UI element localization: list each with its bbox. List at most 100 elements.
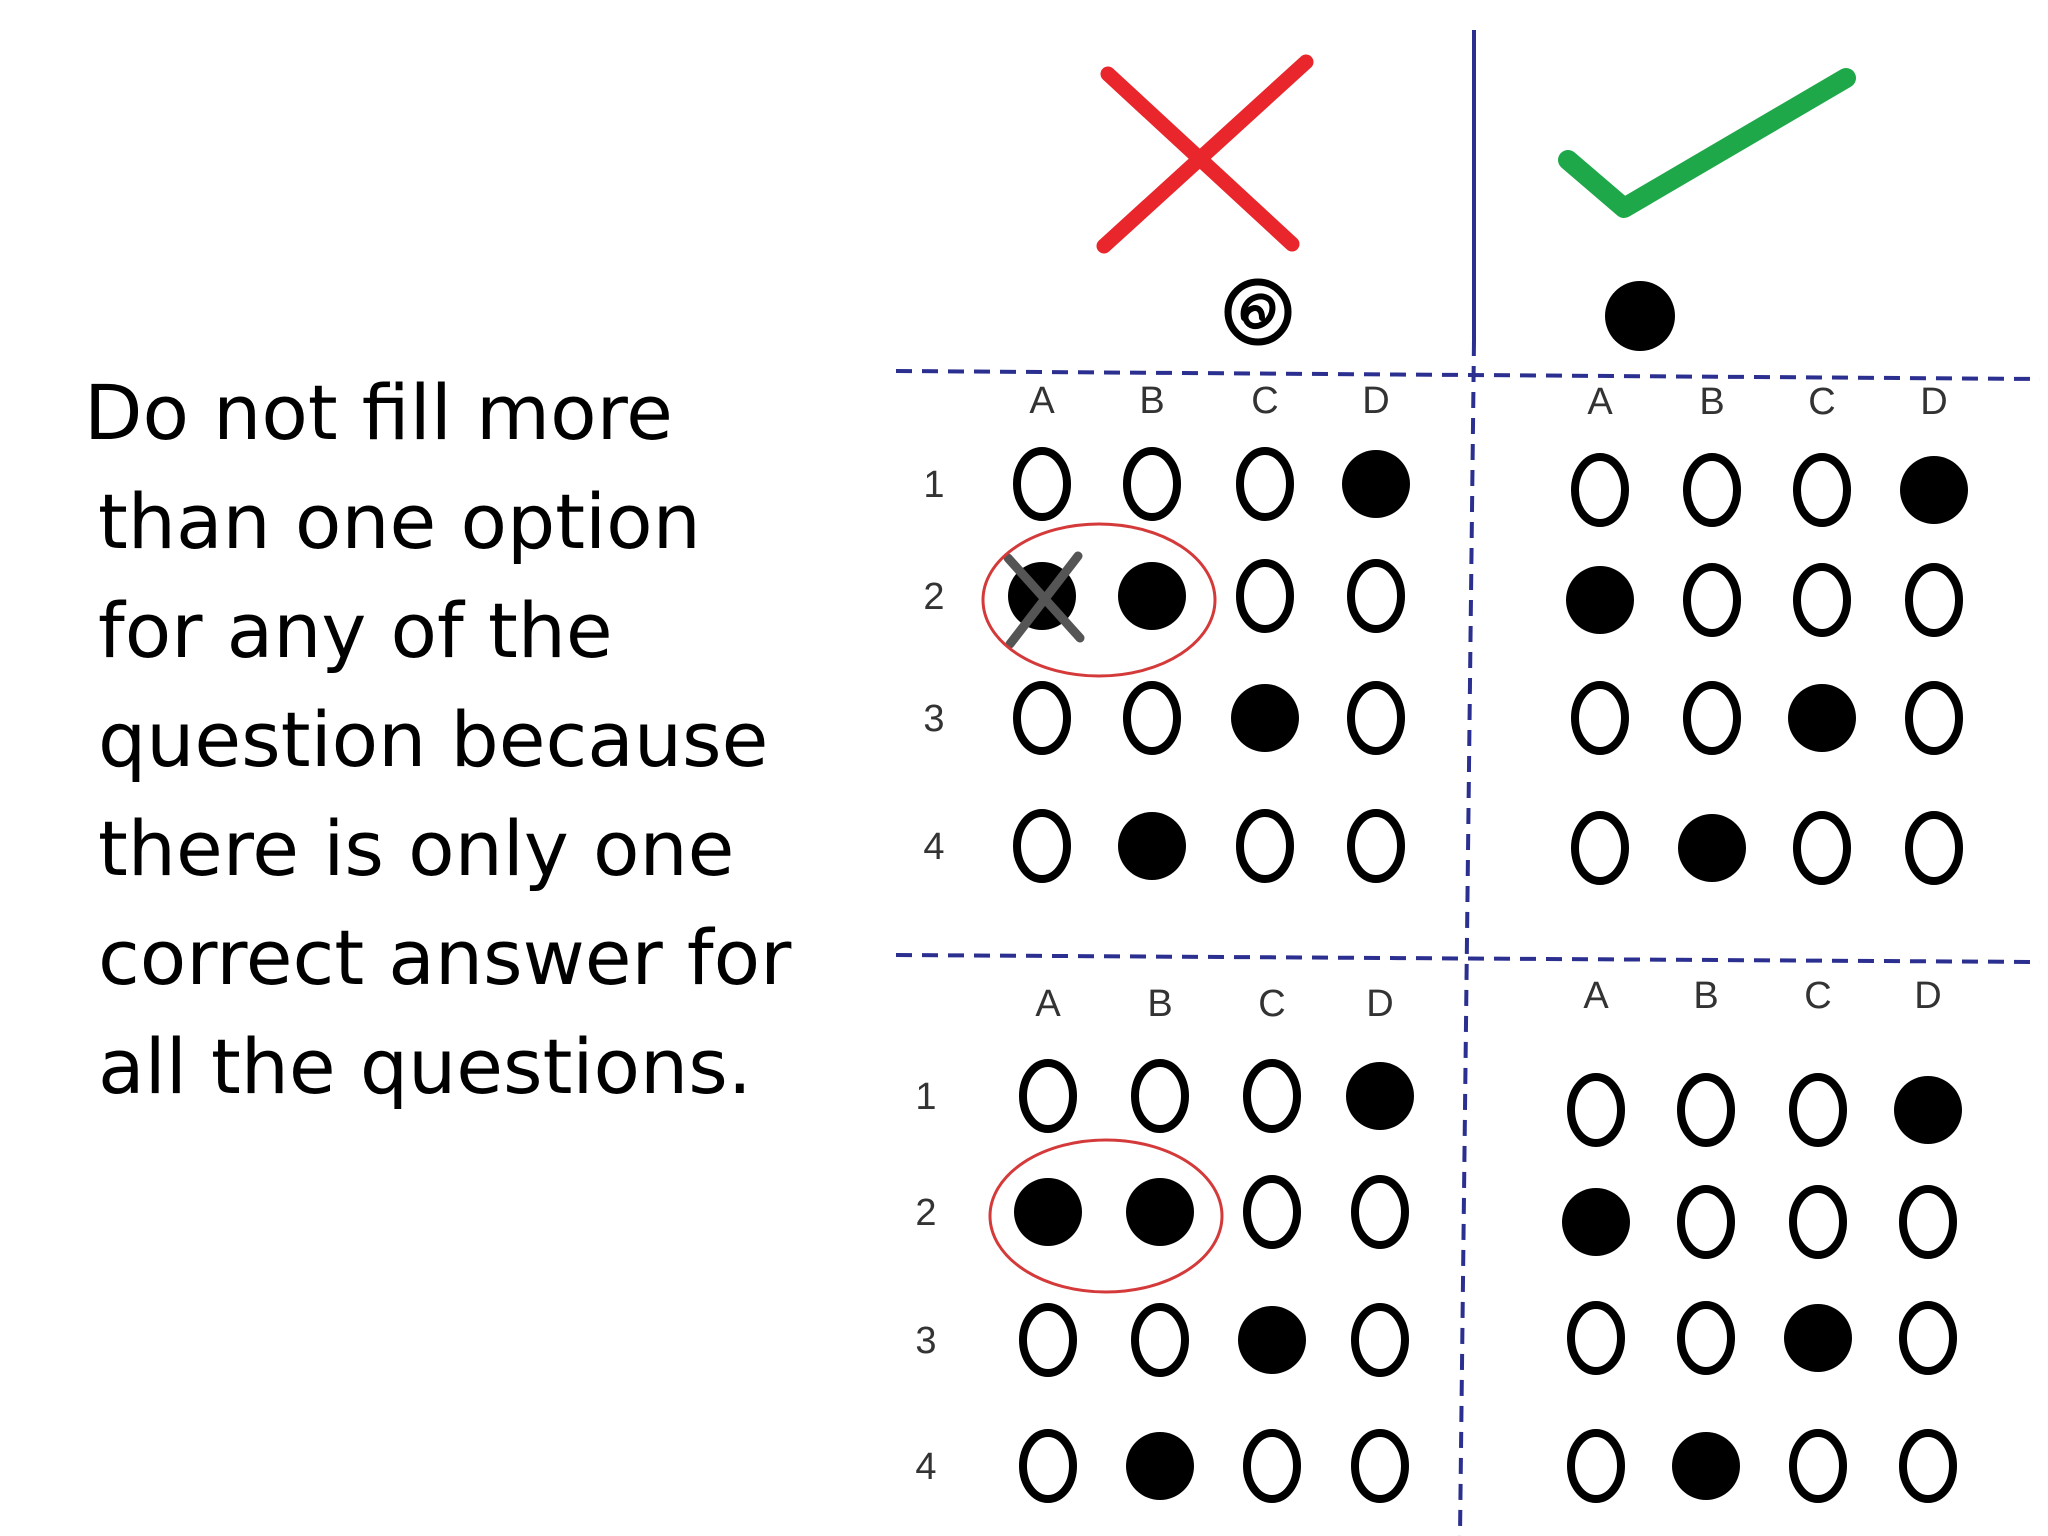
empty-bubble bbox=[1019, 1429, 1077, 1503]
question-number: 2 bbox=[923, 576, 944, 618]
filled-bubble bbox=[1678, 814, 1746, 882]
empty-bubble bbox=[1123, 447, 1181, 521]
instruction-line: correct answer for bbox=[98, 913, 792, 1002]
option-label: A bbox=[1035, 983, 1061, 1025]
instruction-text: Do not fill more than one option for any… bbox=[84, 358, 844, 1121]
filled-bubble bbox=[1238, 1306, 1306, 1374]
filled-bubble bbox=[1566, 566, 1634, 634]
filled-bubble bbox=[1014, 1178, 1082, 1246]
empty-bubble bbox=[1683, 453, 1741, 527]
empty-bubble bbox=[1571, 811, 1629, 885]
question-number: 4 bbox=[923, 826, 944, 868]
empty-bubble bbox=[1567, 1073, 1625, 1147]
empty-bubble bbox=[1683, 681, 1741, 755]
filled-bubble bbox=[1342, 450, 1410, 518]
empty-bubble bbox=[1243, 1429, 1301, 1503]
cross-mark-icon bbox=[1096, 54, 1314, 254]
empty-bubble bbox=[1236, 559, 1294, 633]
empty-bubble bbox=[1899, 1301, 1957, 1375]
empty-bubble bbox=[1789, 1185, 1847, 1259]
empty-bubble bbox=[1347, 809, 1405, 883]
empty-bubble bbox=[1019, 1059, 1077, 1133]
instruction-line: Do not fill more bbox=[84, 368, 673, 457]
option-label: D bbox=[1362, 380, 1389, 422]
empty-bubble bbox=[1243, 1059, 1301, 1133]
option-label: D bbox=[1920, 381, 1947, 423]
empty-bubble bbox=[1571, 453, 1629, 527]
instruction-line: than one option bbox=[98, 477, 701, 566]
empty-bubble bbox=[1677, 1301, 1735, 1375]
filled-bubble bbox=[1900, 456, 1968, 524]
option-label: B bbox=[1147, 983, 1172, 1025]
empty-bubble bbox=[1677, 1185, 1735, 1259]
instruction-line: for any of the bbox=[98, 586, 613, 675]
scribbled-bubble-icon bbox=[1224, 278, 1292, 346]
empty-bubble bbox=[1793, 563, 1851, 637]
answer-panel-bottom-correct: A B C D bbox=[1562, 975, 1962, 1503]
empty-bubble bbox=[1347, 559, 1405, 633]
filled-bubble bbox=[1118, 562, 1186, 630]
highlight-circle bbox=[988, 1138, 1224, 1294]
option-label: C bbox=[1808, 381, 1835, 423]
empty-bubble bbox=[1899, 1429, 1957, 1503]
empty-bubble bbox=[1013, 447, 1071, 521]
empty-bubble bbox=[1347, 681, 1405, 755]
empty-bubble bbox=[1905, 563, 1963, 637]
filled-bubble bbox=[1126, 1432, 1194, 1500]
empty-bubble bbox=[1351, 1175, 1409, 1249]
instruction-line: all the questions. bbox=[98, 1022, 752, 1111]
highlight-circle bbox=[981, 522, 1217, 678]
empty-bubble bbox=[1789, 1429, 1847, 1503]
option-label: C bbox=[1258, 983, 1285, 1025]
empty-bubble bbox=[1019, 1303, 1077, 1377]
filled-bubble bbox=[1126, 1178, 1194, 1246]
option-label: A bbox=[1583, 975, 1609, 1017]
filled-bubble bbox=[1894, 1076, 1962, 1144]
filled-bubble bbox=[1118, 812, 1186, 880]
empty-bubble bbox=[1789, 1073, 1847, 1147]
check-mark-icon bbox=[1558, 68, 1856, 218]
empty-bubble bbox=[1236, 447, 1294, 521]
option-label: A bbox=[1029, 380, 1055, 422]
filled-bubble bbox=[1788, 684, 1856, 752]
option-label: B bbox=[1693, 975, 1718, 1017]
question-number: 2 bbox=[915, 1192, 936, 1234]
empty-bubble bbox=[1131, 1303, 1189, 1377]
empty-bubble bbox=[1013, 681, 1071, 755]
filled-bubble bbox=[1672, 1432, 1740, 1500]
question-number: 1 bbox=[923, 464, 944, 506]
empty-bubble bbox=[1567, 1301, 1625, 1375]
option-label: D bbox=[1366, 983, 1393, 1025]
option-label: D bbox=[1914, 975, 1941, 1017]
empty-bubble bbox=[1793, 811, 1851, 885]
instruction-line: question because bbox=[98, 695, 769, 784]
empty-bubble bbox=[1683, 563, 1741, 637]
option-label: C bbox=[1251, 380, 1278, 422]
filled-bubble bbox=[1231, 684, 1299, 752]
option-label: A bbox=[1587, 381, 1613, 423]
question-number: 1 bbox=[915, 1076, 936, 1118]
filled-bubble bbox=[1562, 1188, 1630, 1256]
empty-bubble bbox=[1567, 1429, 1625, 1503]
empty-bubble bbox=[1236, 809, 1294, 883]
empty-bubble bbox=[1351, 1429, 1409, 1503]
empty-bubble bbox=[1243, 1175, 1301, 1249]
question-number: 3 bbox=[923, 698, 944, 740]
empty-bubble bbox=[1013, 809, 1071, 883]
cross-over-icon bbox=[1005, 551, 1083, 649]
question-number: 4 bbox=[915, 1446, 936, 1488]
empty-bubble bbox=[1351, 1303, 1409, 1377]
empty-bubble bbox=[1905, 811, 1963, 885]
divider-lines bbox=[895, 30, 2041, 1536]
empty-bubble bbox=[1677, 1073, 1735, 1147]
filled-bubble-icon bbox=[1605, 281, 1675, 351]
option-label: B bbox=[1699, 381, 1724, 423]
instruction-line: there is only one bbox=[98, 804, 735, 893]
answer-panel-top-correct: A B C D bbox=[1566, 381, 1968, 885]
option-label: B bbox=[1139, 380, 1164, 422]
empty-bubble bbox=[1899, 1185, 1957, 1259]
filled-bubble bbox=[1346, 1062, 1414, 1130]
option-label: C bbox=[1804, 975, 1831, 1017]
empty-bubble bbox=[1793, 453, 1851, 527]
